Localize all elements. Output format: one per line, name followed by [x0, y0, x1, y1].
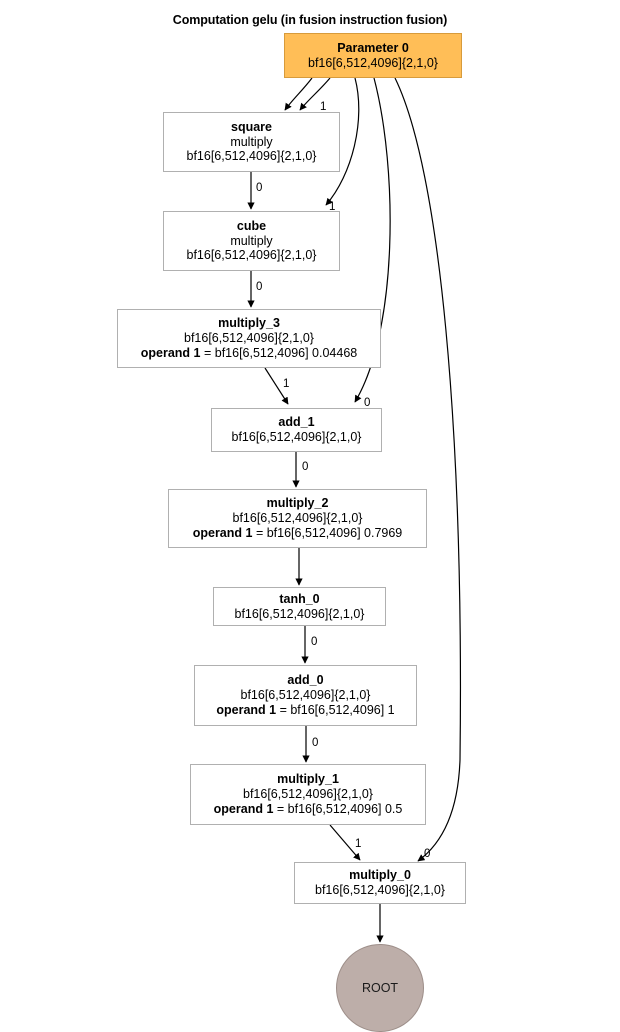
- node-operand: operand 1 = bf16[6,512,4096] 0.04468: [141, 346, 358, 361]
- edge-label-parameter_0-multiply_0: 0: [424, 848, 431, 860]
- node-title: cube: [236, 218, 267, 233]
- node-shape: bf16[6,512,4096]{2,1,0}: [315, 883, 445, 897]
- node-title: Parameter 0: [337, 40, 409, 55]
- edge-parameter_0-multiply_0: [394, 77, 462, 862]
- edge-label-parameter_0-cube: 1: [329, 201, 336, 213]
- node-op: multiply: [230, 134, 273, 149]
- node-operand-key: operand 1: [213, 801, 274, 816]
- node-title: add_1: [278, 415, 315, 430]
- node-title: add_0: [287, 673, 324, 688]
- node-multiply_1[interactable]: multiply_1 bf16[6,512,4096]{2,1,0} opera…: [190, 764, 426, 825]
- node-operand-value: = bf16[6,512,4096] 0.7969: [252, 525, 403, 540]
- edge-label-multiply_3-add_1: 1: [283, 378, 290, 390]
- node-title: multiply_0: [349, 868, 411, 883]
- edge-label-add_0-multiply_1: 0: [312, 737, 319, 749]
- node-operand-key: operand 1: [216, 702, 277, 717]
- node-shape: bf16[6,512,4096]{2,1,0}: [186, 149, 317, 164]
- node-parameter_0[interactable]: Parameter 0 bf16[6,512,4096]{2,1,0}: [284, 33, 462, 78]
- node-square[interactable]: square multiply bf16[6,512,4096]{2,1,0}: [163, 112, 340, 172]
- node-shape: bf16[6,512,4096]{2,1,0}: [231, 430, 362, 444]
- node-shape: bf16[6,512,4096]{2,1,0}: [308, 55, 438, 70]
- node-title: multiply_1: [277, 772, 339, 787]
- node-operand-key: operand 1: [140, 345, 201, 360]
- node-title: ROOT: [361, 981, 399, 995]
- node-operand-value: = bf16[6,512,4096] 0.04468: [200, 345, 358, 360]
- edge-label-multiply_1-multiply_0: 1: [355, 838, 362, 850]
- edge-label-square-cube: 0: [256, 182, 263, 194]
- node-shape: bf16[6,512,4096]{2,1,0}: [184, 331, 314, 346]
- node-shape: bf16[6,512,4096]{2,1,0}: [232, 511, 363, 526]
- node-operand: operand 1 = bf16[6,512,4096] 1: [216, 703, 394, 718]
- node-multiply_3[interactable]: multiply_3 bf16[6,512,4096]{2,1,0} opera…: [117, 309, 381, 368]
- edge-label-tanh_0-add_0: 0: [311, 636, 318, 648]
- node-op: multiply: [230, 233, 273, 248]
- node-shape: bf16[6,512,4096]{2,1,0}: [240, 688, 371, 703]
- node-operand-value: = bf16[6,512,4096] 1: [276, 702, 395, 717]
- node-title: multiply_2: [266, 496, 329, 511]
- node-title: multiply_3: [218, 316, 280, 331]
- node-root[interactable]: ROOT: [336, 944, 424, 1032]
- node-title: square: [231, 119, 272, 134]
- node-add_0[interactable]: add_0 bf16[6,512,4096]{2,1,0} operand 1 …: [194, 665, 417, 726]
- node-operand: operand 1 = bf16[6,512,4096] 0.5: [214, 802, 403, 817]
- edge-label-cube-multiply_3: 0: [256, 281, 263, 293]
- node-shape: bf16[6,512,4096]{2,1,0}: [243, 787, 373, 802]
- edge-parameter_0-square-0: [284, 77, 313, 111]
- node-operand-key: operand 1: [192, 525, 253, 540]
- node-multiply_2[interactable]: multiply_2 bf16[6,512,4096]{2,1,0} opera…: [168, 489, 427, 548]
- edge-label-parameter_0-square-1: 1: [320, 101, 327, 113]
- node-operand: operand 1 = bf16[6,512,4096] 0.7969: [193, 526, 403, 541]
- node-operand-value: = bf16[6,512,4096] 0.5: [273, 801, 403, 816]
- node-title: tanh_0: [279, 591, 320, 606]
- node-add_1[interactable]: add_1 bf16[6,512,4096]{2,1,0}: [211, 408, 382, 452]
- node-shape: bf16[6,512,4096]{2,1,0}: [234, 606, 365, 621]
- node-tanh_0[interactable]: tanh_0 bf16[6,512,4096]{2,1,0}: [213, 587, 386, 626]
- node-shape: bf16[6,512,4096]{2,1,0}: [186, 248, 317, 263]
- node-cube[interactable]: cube multiply bf16[6,512,4096]{2,1,0}: [163, 211, 340, 271]
- edge-label-add_1-multiply_2: 0: [302, 461, 309, 473]
- edge-label-parameter_0-add_1: 0: [364, 397, 371, 409]
- page-title: Computation gelu (in fusion instruction …: [172, 13, 448, 27]
- node-multiply_0[interactable]: multiply_0 bf16[6,512,4096]{2,1,0}: [294, 862, 466, 904]
